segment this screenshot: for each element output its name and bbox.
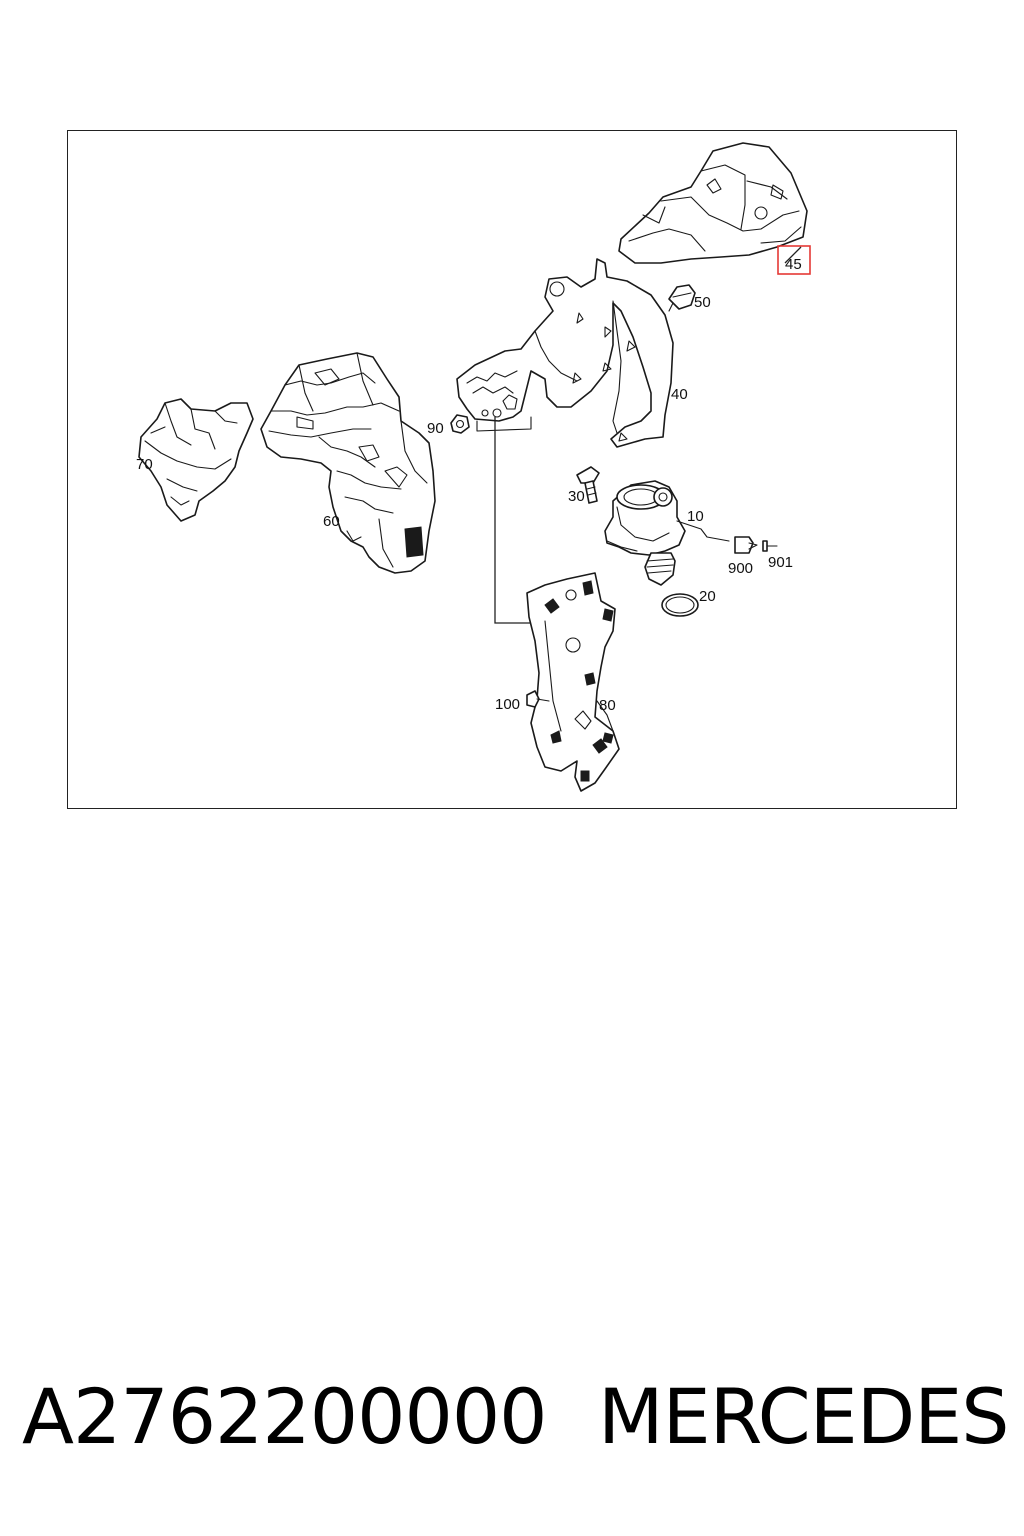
part-901-pin[interactable] [762,540,778,552]
part-80-bracket[interactable] [526,572,620,792]
part-70-cover[interactable] [138,398,254,522]
callout-100[interactable]: 100 [495,696,520,713]
callout-90[interactable]: 90 [427,420,444,437]
part-60-housing[interactable] [260,352,436,574]
part-90-nut[interactable] [450,414,470,434]
brand-name: MERCEDES [598,1372,1009,1461]
callout-45-leader [784,246,802,264]
callout-40[interactable]: 40 [671,386,688,403]
part-20-o-ring[interactable] [661,593,699,617]
diagram-frame: 45 50 40 90 70 60 30 10 900 901 20 100 8… [67,130,957,809]
callout-30[interactable]: 30 [568,488,585,505]
leader-40-to-80 [494,417,531,624]
callout-20[interactable]: 20 [699,588,716,605]
part-30-bolt[interactable] [576,466,600,504]
part-number: A2762200000 [22,1372,548,1461]
callout-901[interactable]: 901 [768,554,793,571]
callout-60[interactable]: 60 [323,513,340,530]
part-45-heat-shield[interactable] [618,142,808,264]
callout-70[interactable]: 70 [136,456,153,473]
callout-45-highlight-box [777,245,811,275]
callout-45[interactable]: 45 [785,256,802,273]
part-10-pump[interactable] [604,480,730,586]
part-100-bolt[interactable] [526,690,550,708]
callout-900[interactable]: 900 [728,560,753,577]
parts-diagram: 45 50 40 90 70 60 30 10 900 901 20 100 8… [136,142,811,792]
footer: A2762200000 MERCEDES [0,1372,1024,1472]
callout-50[interactable]: 50 [694,294,711,311]
part-900-connector[interactable] [734,536,758,554]
callout-80[interactable]: 80 [599,697,616,714]
callout-10[interactable]: 10 [687,508,704,525]
part-50-bolt[interactable] [668,284,696,312]
part-40-bracket[interactable] [456,258,674,448]
